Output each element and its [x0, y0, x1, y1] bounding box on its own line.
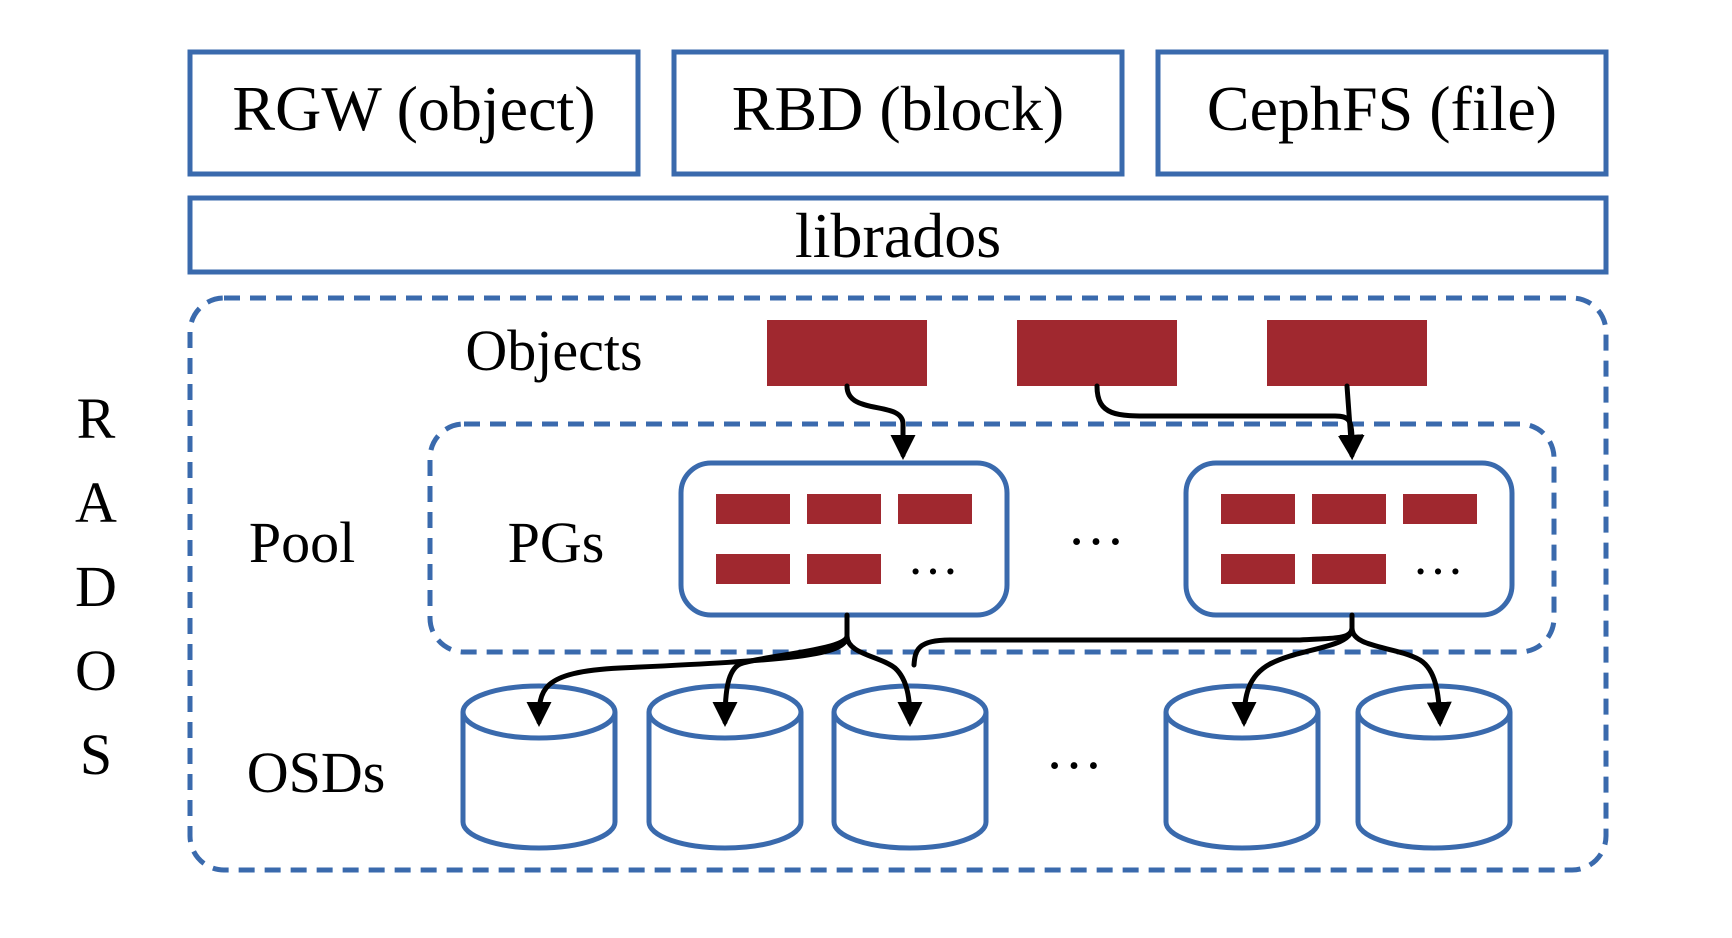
osd-disk-body — [460, 712, 618, 851]
librados-label: librados — [795, 200, 1001, 271]
pg-to-osd-arrow — [712, 633, 850, 727]
pg-to-osd-arrow — [1349, 625, 1452, 727]
rados-letter: O — [75, 638, 117, 703]
pg-box: … — [678, 460, 1010, 618]
pg-to-osd-arrow — [526, 612, 850, 727]
pool-container — [427, 421, 1557, 655]
osd-row-ellipsis: … — [1045, 716, 1103, 781]
osd-disk-body — [1355, 712, 1513, 851]
rados-letter: D — [75, 554, 117, 619]
rados-letter: R — [77, 386, 116, 451]
rbd-box — [671, 49, 1125, 177]
pg-object-block — [807, 494, 881, 524]
object-to-pg-arrow — [1094, 383, 1365, 460]
pg-box: … — [1183, 460, 1515, 618]
osd-disk-body — [831, 712, 989, 851]
object-block — [1267, 320, 1427, 386]
rados-letter: A — [75, 470, 117, 535]
osd-disk — [831, 683, 989, 851]
pg-ellipsis: … — [1412, 529, 1464, 586]
pg-object-block — [807, 554, 881, 584]
rgw-box — [187, 49, 641, 177]
pg-object-block — [1221, 494, 1295, 524]
object-to-pg-arrow — [1338, 383, 1364, 460]
pg-to-osd-arrow — [844, 633, 923, 727]
pool-label: Pool — [249, 510, 355, 575]
pg-box-frame — [1183, 460, 1515, 618]
pgs-label: PGs — [508, 510, 605, 575]
pg-to-osd-arrow — [1231, 625, 1355, 727]
pg-ellipsis: … — [907, 529, 959, 586]
pg-box-frame — [678, 460, 1010, 618]
pg-object-block — [716, 554, 790, 584]
pg-row-ellipsis: … — [1067, 492, 1125, 557]
cephfs-label: CephFS (file) — [1207, 73, 1557, 144]
object-block — [767, 320, 927, 386]
osd-disk — [1355, 683, 1513, 851]
osds-label: OSDs — [247, 740, 386, 805]
objects-label: Objects — [465, 318, 642, 383]
top-layer: RGW (object) RBD (block) CephFS (file) — [187, 49, 1609, 177]
rados-label: R A D O S — [75, 386, 117, 787]
osd-disk-top — [1355, 683, 1513, 741]
object-block — [1017, 320, 1177, 386]
rados-letter: S — [80, 722, 112, 787]
pg-object-block — [716, 494, 790, 524]
rgw-label: RGW (object) — [232, 73, 595, 144]
pg-object-block — [1312, 554, 1386, 584]
pg-object-block — [1403, 494, 1477, 524]
librados-box — [187, 195, 1609, 275]
osd-disk-body — [1163, 712, 1321, 851]
pg-object-block — [898, 494, 972, 524]
pg-object-block — [1312, 494, 1386, 524]
osd-disk-body — [646, 712, 804, 851]
pg-object-block — [1221, 554, 1295, 584]
mapping-arrows — [526, 383, 1452, 727]
rbd-label: RBD (block) — [732, 73, 1064, 144]
rados-container — [187, 295, 1609, 873]
object-to-pg-arrow — [844, 383, 916, 460]
cephfs-box — [1155, 49, 1609, 177]
